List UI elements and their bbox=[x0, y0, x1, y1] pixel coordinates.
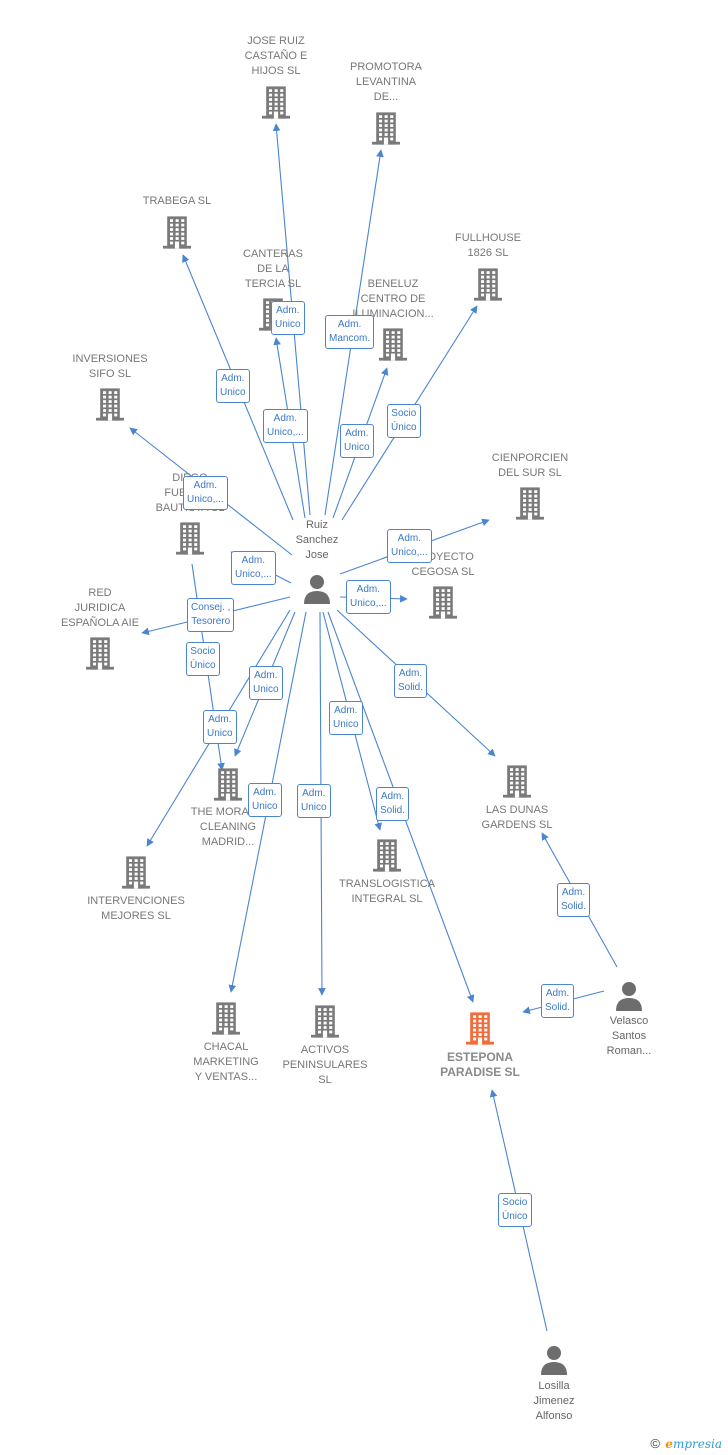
relation-badge-ruiz-translog[interactable]: Adm. Unico bbox=[329, 701, 363, 735]
person-node-losilla[interactable]: Losilla Jimenez Alfonso bbox=[484, 1379, 624, 1424]
relation-badge-ruiz-red[interactable]: Consej. , Tesorero bbox=[187, 598, 235, 632]
building-icon-fullhouse[interactable] bbox=[474, 267, 502, 301]
building-icon-trabega[interactable] bbox=[163, 215, 191, 249]
node-label: JOSE RUIZ CASTAÑO E HIJOS SL bbox=[244, 35, 308, 77]
building-icon-diego[interactable] bbox=[176, 521, 204, 555]
relation-badge-ruiz-estepona[interactable]: Adm. Solid. bbox=[376, 787, 410, 821]
node-label: ACTIVOS PENINSULARES SL bbox=[282, 1044, 368, 1086]
node-label: TRABEGA SL bbox=[142, 195, 212, 207]
node-label: TRANSLOGISTICA INTEGRAL SL bbox=[339, 878, 435, 905]
building-icon-morado[interactable] bbox=[214, 767, 242, 801]
relation-badge-ruiz-morado[interactable]: Socio Único bbox=[186, 642, 220, 676]
person-icon-losilla[interactable] bbox=[539, 1345, 569, 1375]
relation-badge-ruiz-proyecto[interactable]: Adm. Unico,... bbox=[346, 580, 391, 614]
building-icon-red[interactable] bbox=[86, 636, 114, 670]
building-icon-chacal[interactable] bbox=[212, 1001, 240, 1035]
building-icon-translog[interactable] bbox=[373, 838, 401, 872]
company-node-fullhouse[interactable]: FULLHOUSE 1826 SL bbox=[418, 231, 558, 261]
building-icon-beneluz[interactable] bbox=[379, 327, 407, 361]
building-icon-promotora[interactable] bbox=[372, 111, 400, 145]
relation-badge-ruiz-cienporcien[interactable]: Adm. Unico,... bbox=[387, 529, 432, 563]
node-label: PROMOTORA LEVANTINA DE... bbox=[350, 61, 422, 103]
node-label: INVERSIONES SIFO SL bbox=[72, 353, 148, 380]
relation-badge-losilla-estepona[interactable]: Socio Único bbox=[498, 1193, 532, 1227]
relation-badge-ruiz-intervenciones[interactable]: Adm. Unico bbox=[203, 710, 237, 744]
node-label: FULLHOUSE 1826 SL bbox=[454, 232, 522, 259]
building-icon-estepona[interactable] bbox=[466, 1011, 494, 1045]
company-node-cienporcien[interactable]: CIENPORCIEN DEL SUR SL bbox=[460, 451, 600, 481]
building-icon-inversiones[interactable] bbox=[96, 387, 124, 421]
relation-badge-ruiz-dunas[interactable]: Adm. Solid. bbox=[394, 664, 428, 698]
company-node-canteras[interactable]: CANTERAS DE LA TERCIA SL bbox=[203, 247, 343, 292]
node-label: Losilla Jimenez Alfonso bbox=[533, 1380, 575, 1422]
company-node-jose_ruiz[interactable]: JOSE RUIZ CASTAÑO E HIJOS SL bbox=[206, 34, 346, 79]
relation-badge-ruiz-chacal[interactable]: Adm. Unico bbox=[248, 783, 282, 817]
node-label: Ruiz Sanchez Jose bbox=[295, 519, 339, 561]
company-node-red[interactable]: RED JURIDICA ESPAÑOLA AIE bbox=[30, 586, 170, 631]
copyright-symbol: © bbox=[650, 1436, 660, 1451]
person-icon-ruiz[interactable] bbox=[302, 574, 332, 604]
node-label: CIENPORCIEN DEL SUR SL bbox=[491, 452, 569, 479]
building-icon-dunas[interactable] bbox=[503, 764, 531, 798]
relation-badge-ruiz-canteras[interactable]: Adm. Unico,... bbox=[263, 409, 308, 443]
building-icon-jose_ruiz[interactable] bbox=[262, 85, 290, 119]
building-icon-activos[interactable] bbox=[311, 1004, 339, 1038]
brand-logo: empresia bbox=[665, 1437, 722, 1451]
company-node-dunas[interactable]: LAS DUNAS GARDENS SL bbox=[447, 803, 587, 833]
company-node-estepona[interactable]: ESTEPONA PARADISE SL bbox=[410, 1050, 550, 1080]
relation-badge-ruiz-beneluz[interactable]: Adm. Unico bbox=[340, 424, 374, 458]
company-node-intervenciones[interactable]: INTERVENCIONES MEJORES SL bbox=[66, 894, 206, 924]
node-label: CHACAL MARKETING Y VENTAS... bbox=[193, 1041, 259, 1083]
company-node-inversiones[interactable]: INVERSIONES SIFO SL bbox=[40, 352, 180, 382]
relation-badge-ruiz-trabega[interactable]: Adm. Unico bbox=[216, 369, 250, 403]
node-label: ESTEPONA PARADISE SL bbox=[440, 1050, 520, 1079]
node-label: RED JURIDICA ESPAÑOLA AIE bbox=[60, 587, 140, 629]
person-icon-velasco[interactable] bbox=[614, 981, 644, 1011]
relation-badge-ruiz-diego[interactable]: Adm. Unico,... bbox=[231, 551, 276, 585]
company-node-activos[interactable]: ACTIVOS PENINSULARES SL bbox=[255, 1043, 395, 1088]
person-node-velasco[interactable]: Velasco Santos Roman... bbox=[559, 1014, 699, 1059]
relation-badge-velasco-estepona[interactable]: Adm. Solid. bbox=[541, 984, 575, 1018]
node-label: Velasco Santos Roman... bbox=[606, 1015, 652, 1057]
company-node-chacal[interactable]: CHACAL MARKETING Y VENTAS... bbox=[156, 1040, 296, 1085]
node-label: CANTERAS DE LA TERCIA SL bbox=[243, 248, 303, 290]
brand-footer[interactable]: © empresia bbox=[650, 1436, 722, 1451]
relation-badge-velasco-dunas[interactable]: Adm. Solid. bbox=[557, 883, 591, 917]
relation-badge-ruiz-inversiones[interactable]: Adm. Unico,... bbox=[183, 476, 228, 510]
node-label: INTERVENCIONES MEJORES SL bbox=[87, 895, 185, 922]
company-node-translog[interactable]: TRANSLOGISTICA INTEGRAL SL bbox=[317, 877, 457, 907]
relation-badge-ruiz-jose_ruiz[interactable]: Adm. Unico bbox=[271, 301, 305, 335]
relation-badge-ruiz-promotora[interactable]: Adm. Mancom. bbox=[325, 315, 375, 349]
company-node-trabega[interactable]: TRABEGA SL bbox=[107, 194, 247, 209]
company-node-promotora[interactable]: PROMOTORA LEVANTINA DE... bbox=[316, 60, 456, 105]
relation-badge-ruiz-morado[interactable]: Adm. Unico bbox=[249, 666, 283, 700]
building-icon-cienporcien[interactable] bbox=[516, 486, 544, 520]
person-node-ruiz[interactable]: Ruiz Sanchez Jose bbox=[247, 518, 387, 563]
relation-badge-ruiz-activos[interactable]: Adm. Unico bbox=[297, 784, 331, 818]
building-icon-intervenciones[interactable] bbox=[122, 855, 150, 889]
node-label: LAS DUNAS GARDENS SL bbox=[481, 804, 553, 831]
building-icon-proyecto[interactable] bbox=[429, 585, 457, 619]
relation-badge-ruiz-fullhouse[interactable]: Socio Único bbox=[387, 404, 421, 438]
